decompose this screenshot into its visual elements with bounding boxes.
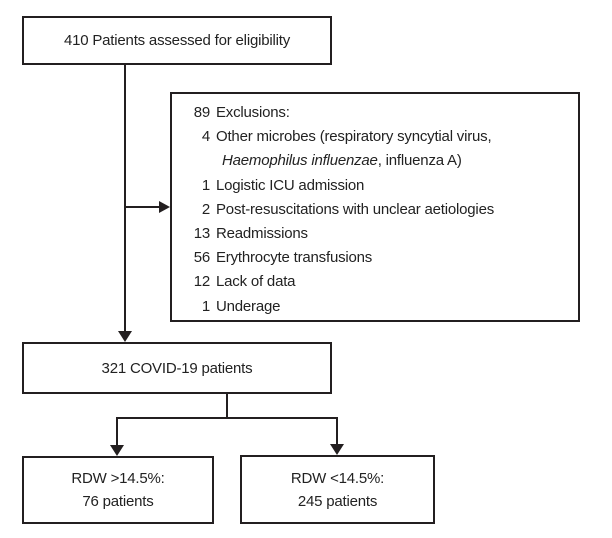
exclusion-item: 1 Logistic ICU admission	[201, 176, 365, 194]
exclusion-item: 4 Other microbes (respiratory syncytial …	[201, 128, 492, 146]
exclusions-count: 89	[193, 104, 210, 121]
species-name-italic: Haemophilus influenzae	[222, 152, 378, 170]
right-arrow-icon	[159, 201, 170, 213]
connector-to-exclusions	[125, 206, 161, 208]
connector-covid-stem	[226, 392, 228, 419]
species-name-rest: , influenza A)	[377, 152, 462, 170]
connector-to-rdw-high	[116, 417, 118, 446]
rdw-low-criterion: RDW <14.5%:	[290, 469, 385, 487]
exclusions-title-row: 89 Exclusions:	[186, 101, 566, 125]
covid-patients-text: 321 COVID-19 patients	[101, 359, 253, 377]
down-arrow-icon	[110, 445, 124, 456]
eligibility-text: 410 Patients assessed for eligibility	[63, 32, 291, 49]
rdw-high-criterion: RDW >14.5%:	[71, 470, 165, 487]
box-eligibility: 410 Patients assessed for eligibility	[22, 16, 332, 65]
exclusion-item: 1 Underage	[201, 297, 281, 315]
exclusion-item: 2 Post-resuscitations with unclear aetio…	[201, 200, 495, 218]
rdw-high-count: 76 patients	[82, 493, 154, 510]
exclusion-item: 56 Erythrocyte transfusions	[193, 249, 373, 267]
exclusion-item-continuation: Haemophilus influenzae, influenza A)	[186, 149, 566, 173]
rdw-low-count: 245 patients	[297, 492, 378, 510]
connector-eligibility-to-covid	[124, 65, 126, 333]
down-arrow-icon	[118, 331, 132, 342]
connector-split-bar	[116, 417, 338, 419]
exclusion-item: 13 Readmissions	[193, 225, 308, 243]
box-rdw-low: RDW <14.5%: 245 patients	[240, 455, 435, 524]
box-covid-patients: 321 COVID-19 patients	[22, 342, 332, 394]
box-exclusions: 89 Exclusions: 4 Other microbes (respira…	[170, 92, 580, 322]
connector-to-rdw-low	[336, 417, 338, 445]
box-rdw-high: RDW >14.5%: 76 patients	[22, 456, 214, 524]
exclusions-label: Exclusions:	[216, 104, 290, 121]
down-arrow-icon	[330, 444, 344, 455]
exclusion-item: 12 Lack of data	[193, 273, 296, 291]
